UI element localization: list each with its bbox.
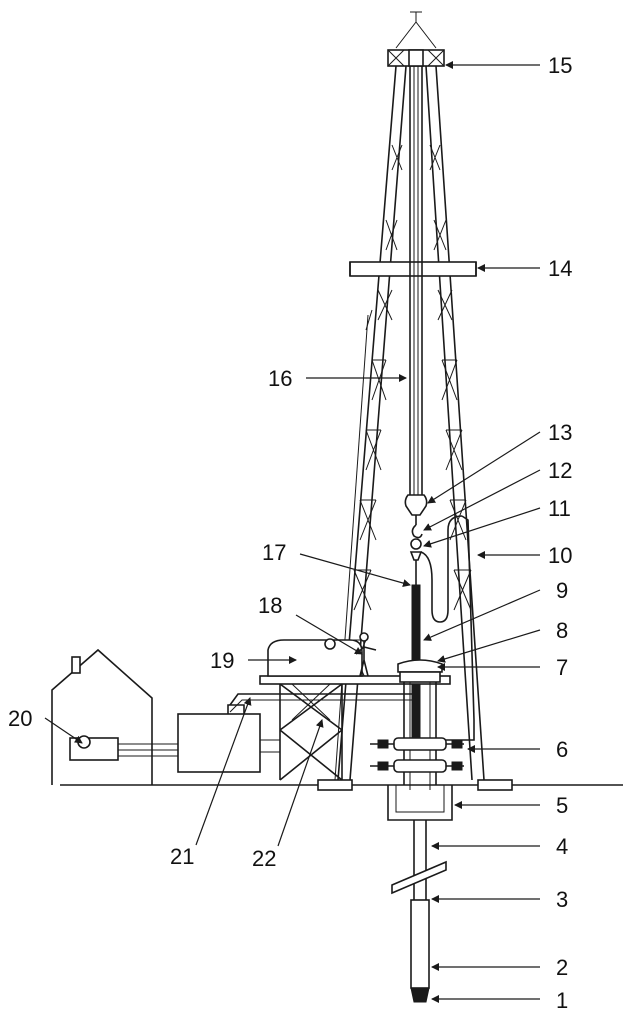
callout-18: 18 bbox=[258, 593, 282, 618]
callout-15: 15 bbox=[548, 53, 572, 78]
rig-floor bbox=[259, 659, 451, 781]
bop-stack bbox=[370, 737, 464, 773]
right-foot bbox=[477, 779, 513, 791]
driller bbox=[355, 632, 377, 677]
callout-8: 8 bbox=[556, 618, 568, 643]
callout-6: 6 bbox=[556, 737, 568, 762]
swivel bbox=[410, 538, 422, 550]
leader-lines bbox=[44, 61, 541, 1003]
standpipe bbox=[438, 515, 475, 741]
monkey-board bbox=[349, 261, 477, 277]
drill-bit bbox=[410, 987, 430, 1003]
mud-line bbox=[229, 693, 412, 706]
callout-4: 4 bbox=[556, 834, 568, 859]
callout-20: 20 bbox=[8, 706, 32, 731]
rotary-hose bbox=[420, 515, 463, 623]
callout-11: 11 bbox=[548, 496, 571, 521]
traveling-block bbox=[404, 494, 428, 516]
derrick bbox=[317, 11, 513, 791]
callout-13: 13 bbox=[548, 420, 572, 445]
hook bbox=[411, 524, 423, 539]
callout-2: 2 bbox=[556, 955, 568, 980]
callout-22: 22 bbox=[252, 846, 276, 871]
callout-14: 14 bbox=[548, 256, 572, 281]
rotary-table bbox=[397, 659, 443, 673]
engine-house bbox=[51, 648, 153, 785]
callout-17: 17 bbox=[262, 540, 286, 565]
callout-9: 9 bbox=[556, 578, 568, 603]
drill-collar bbox=[410, 899, 430, 989]
callout-16: 16 bbox=[268, 366, 292, 391]
callout-3: 3 bbox=[556, 887, 568, 912]
left-foot bbox=[317, 779, 353, 791]
callout-1: 1 bbox=[556, 988, 568, 1013]
callout-5: 5 bbox=[556, 793, 568, 818]
callout-10: 10 bbox=[548, 543, 572, 568]
mud-pump bbox=[177, 713, 261, 773]
drilling-line bbox=[409, 66, 423, 495]
cellar bbox=[387, 785, 453, 821]
callout-labels: 1 2 3 4 5 6 7 8 9 10 11 12 13 14 15 16 1… bbox=[8, 53, 572, 1013]
callout-7: 7 bbox=[556, 655, 568, 680]
callout-12: 12 bbox=[548, 458, 572, 483]
drawworks bbox=[267, 638, 363, 677]
callout-19: 19 bbox=[210, 648, 234, 673]
callout-21: 21 bbox=[170, 844, 194, 869]
